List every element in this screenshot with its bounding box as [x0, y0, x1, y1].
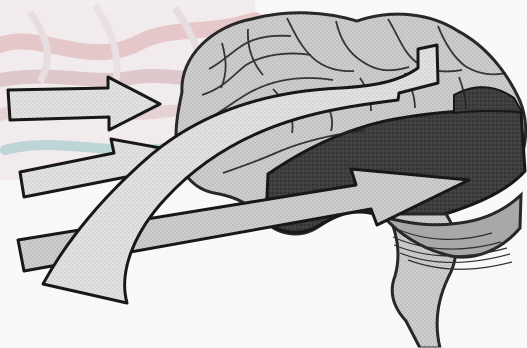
- illustration-canvas: [0, 0, 527, 348]
- brain-illustration: [0, 0, 527, 348]
- paper-grain: [0, 0, 527, 348]
